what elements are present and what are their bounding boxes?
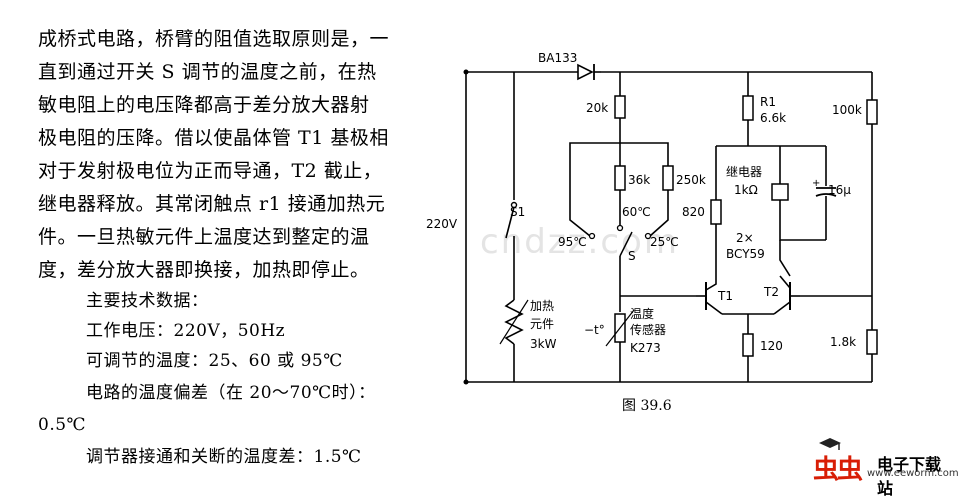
contact-25 bbox=[644, 232, 652, 240]
contact-95 bbox=[588, 232, 596, 240]
article-line: 成桥式电路，桥臂的阻值选取原则是，一 bbox=[38, 28, 390, 50]
article-line: 继电器释放。其常闭触点 r1 接通加热元 bbox=[38, 193, 386, 215]
label-r20k: 20k bbox=[586, 101, 608, 115]
label-r820: 820 bbox=[682, 205, 705, 219]
label-heater: 3kW bbox=[530, 337, 557, 351]
switch-s1-icon bbox=[505, 201, 518, 239]
terminal-bottom bbox=[463, 379, 469, 385]
watermark-logo: 虫虫 bbox=[813, 455, 863, 485]
resistor-100k-icon bbox=[866, 99, 878, 125]
label-t1: T1 bbox=[717, 289, 733, 303]
resistor-120-icon bbox=[742, 333, 754, 357]
spec-item: 调节器接通和关断的温度差：1.5℃ bbox=[86, 447, 362, 467]
article-line: 直到通过开关 S 调节的温度之前，在热 bbox=[38, 61, 377, 83]
label-r1-value: 6.6k bbox=[760, 111, 786, 125]
label-relay-value: 1kΩ bbox=[734, 183, 758, 197]
resistor-20k-icon bbox=[614, 95, 626, 119]
label-relay: 继电器 bbox=[726, 165, 762, 179]
label-t95: 95℃ bbox=[558, 235, 587, 249]
circuit-diagram: + BA133 220V S1 加热 元件 3 bbox=[426, 51, 878, 414]
terminal-top bbox=[463, 69, 469, 75]
capacitor-icon: + bbox=[812, 178, 837, 197]
label-supply: 220V bbox=[426, 217, 458, 231]
article-line: 极电阻的压降。借以使晶体管 T1 基极相 bbox=[38, 127, 389, 149]
label-transistor-type: BCY59 bbox=[726, 247, 765, 261]
transistor-t2-icon bbox=[773, 275, 800, 315]
spec-item: 可调节的温度：25、60 或 95℃ bbox=[86, 351, 343, 371]
label-heater: 元件 bbox=[530, 317, 554, 331]
label-t2: T2 bbox=[763, 285, 779, 299]
label-heater: 加热 bbox=[530, 299, 554, 313]
selector-switch-icon bbox=[619, 231, 633, 257]
label-sensor: 温度 bbox=[630, 306, 654, 321]
label-sensor: 传感器 bbox=[630, 322, 666, 337]
label-r1-8k: 1.8k bbox=[830, 335, 856, 349]
resistor-250k-icon bbox=[662, 165, 674, 191]
figure-caption: 图 39.6 bbox=[622, 398, 672, 414]
heater-element-icon bbox=[499, 299, 529, 345]
article-line: 敏电阻上的电压降都高于差分放大器射 bbox=[38, 94, 370, 116]
label-t25: 25℃ bbox=[650, 235, 679, 249]
transistor-t1-icon bbox=[696, 282, 723, 315]
document-page: cndzz.com 成桥式电路，桥臂的阻值选取原则是，一 直到通过开关 S 调节… bbox=[38, 28, 959, 498]
resistor-36k-icon bbox=[614, 165, 626, 191]
article-line: 件。一旦热敏元件上温度达到整定的温 bbox=[38, 226, 370, 248]
svg-text:+: + bbox=[812, 178, 820, 189]
label-t60: 60℃ bbox=[622, 205, 651, 219]
site-watermark: 虫虫 电子下载站 www.eeworm.com bbox=[805, 435, 959, 498]
contact-60 bbox=[616, 224, 624, 232]
relay-coil-icon bbox=[771, 183, 789, 201]
label-transistors: 2× bbox=[736, 231, 754, 245]
label-r250k: 250k bbox=[676, 173, 706, 187]
label-switch: S1 bbox=[510, 205, 525, 219]
article-line: 对于发射极电位为正而导通，T2 截止， bbox=[38, 160, 383, 182]
label-diode: BA133 bbox=[538, 51, 577, 65]
label-r1: R1 bbox=[760, 95, 776, 109]
diode-icon bbox=[577, 63, 601, 81]
spec-item: 0.5℃ bbox=[38, 415, 87, 435]
label-sensor: K273 bbox=[630, 341, 661, 355]
label-capacitor: 16μ bbox=[828, 183, 851, 197]
spec-item: 工作电压：220V，50Hz bbox=[86, 321, 286, 341]
background-watermark-text: cndzz.com bbox=[480, 222, 679, 262]
spec-item: 电路的温度偏差（在 20～70℃时）： bbox=[86, 383, 376, 403]
label-r120: 120 bbox=[760, 339, 783, 353]
label-selector: S bbox=[628, 249, 636, 263]
article-line: 度，差分放大器即换接，加热即停止。 bbox=[38, 259, 370, 281]
label-r36k: 36k bbox=[628, 173, 650, 187]
label-ntc: −t° bbox=[584, 323, 605, 337]
watermark-url: www.eeworm.com bbox=[867, 468, 959, 479]
graduation-cap-icon bbox=[819, 438, 841, 450]
resistor-1-8k-icon bbox=[866, 329, 878, 355]
label-r100k: 100k bbox=[832, 103, 862, 117]
resistor-820-icon bbox=[710, 199, 722, 225]
spec-heading: 主要技术数据： bbox=[86, 291, 209, 311]
resistor-r1-icon bbox=[742, 95, 754, 121]
